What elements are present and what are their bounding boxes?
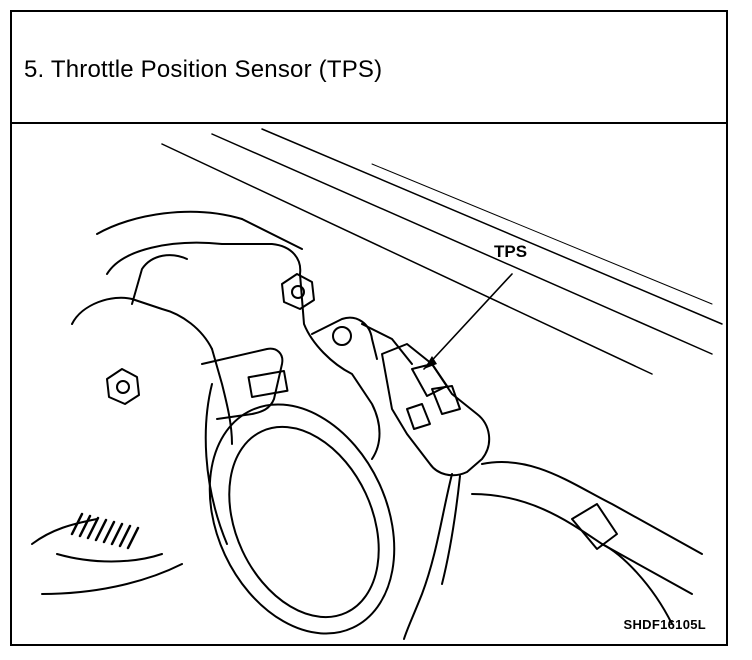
title-header: 5. Throttle Position Sensor (TPS) (12, 12, 726, 124)
page-title: 5. Throttle Position Sensor (TPS) (24, 56, 383, 83)
figure-code: SHDF16105L (623, 617, 706, 632)
nut-upper (281, 273, 315, 310)
tps-illustration: TPS SHDF16105L (12, 124, 726, 644)
throttle-body-drawing (31, 128, 723, 640)
tps-sensor-shape (381, 343, 491, 477)
tps-callout-label: TPS (494, 242, 528, 261)
document-frame: 5. Throttle Position Sensor (TPS) (10, 10, 728, 646)
nut-left (106, 368, 140, 405)
